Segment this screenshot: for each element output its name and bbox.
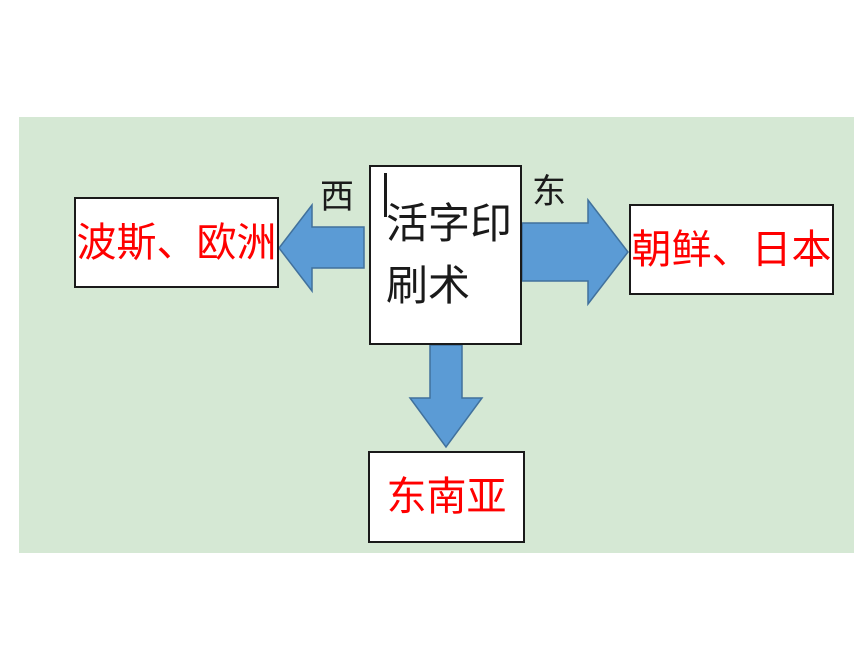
center-node-label: 活字印刷术 <box>386 199 513 310</box>
west-destination-label: 波斯、欧洲 <box>76 219 277 266</box>
text-cursor <box>384 173 387 217</box>
west-arrow <box>278 202 365 294</box>
south-destination-box: 东南亚 <box>368 451 525 543</box>
east-arrow <box>521 197 629 307</box>
east-direction-label: 东 <box>532 172 566 212</box>
east-destination-label: 朝鲜、日本 <box>631 226 832 273</box>
south-destination-label: 东南亚 <box>386 474 507 520</box>
west-direction-label: 西 <box>320 177 354 217</box>
center-node-box: 活字印刷术 <box>369 165 522 345</box>
west-destination-box: 波斯、欧洲 <box>74 197 279 288</box>
east-destination-box: 朝鲜、日本 <box>629 204 834 295</box>
south-arrow <box>408 344 484 449</box>
